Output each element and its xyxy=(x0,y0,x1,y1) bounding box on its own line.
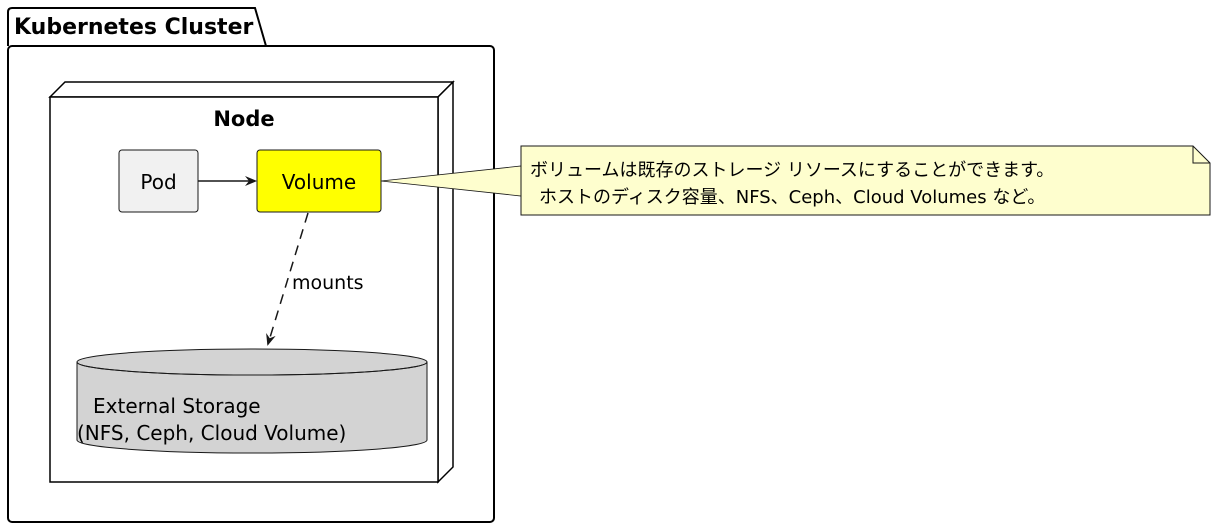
note-line1: ボリュームは既存のストレージ リソースにすることができます。 xyxy=(530,160,1054,181)
storage-cylinder-rim xyxy=(76,361,428,376)
node-top-face xyxy=(48,81,455,98)
note-fold xyxy=(1192,146,1210,164)
cluster-tab xyxy=(7,7,267,47)
note-line2: ホストのディスク容量、NFS、Ceph、Cloud Volumes など。 xyxy=(539,187,1045,208)
pod-component[interactable]: Pod xyxy=(118,149,199,213)
cluster-title: Kubernetes Cluster xyxy=(14,15,253,40)
mounts-label: mounts xyxy=(292,272,364,294)
node-title: Node xyxy=(213,107,274,131)
storage-label-line1: External Storage xyxy=(93,394,261,418)
volume-label: Volume xyxy=(282,170,356,194)
storage-cylinder-body xyxy=(76,361,428,454)
note-body xyxy=(520,145,1211,216)
volume-note[interactable]: ボリュームは既存のストレージ リソースにすることができます。 ホストのディスク容… xyxy=(520,145,1211,216)
node-side-face xyxy=(437,80,454,484)
storage-label-line2: (NFS, Ceph, Cloud Volume) xyxy=(77,421,346,445)
pod-label: Pod xyxy=(140,170,176,194)
mounts-arrow xyxy=(266,212,309,346)
volume-component[interactable]: Volume xyxy=(256,149,382,213)
storage-database[interactable]: External Storage (NFS, Ceph, Cloud Volum… xyxy=(76,348,428,454)
